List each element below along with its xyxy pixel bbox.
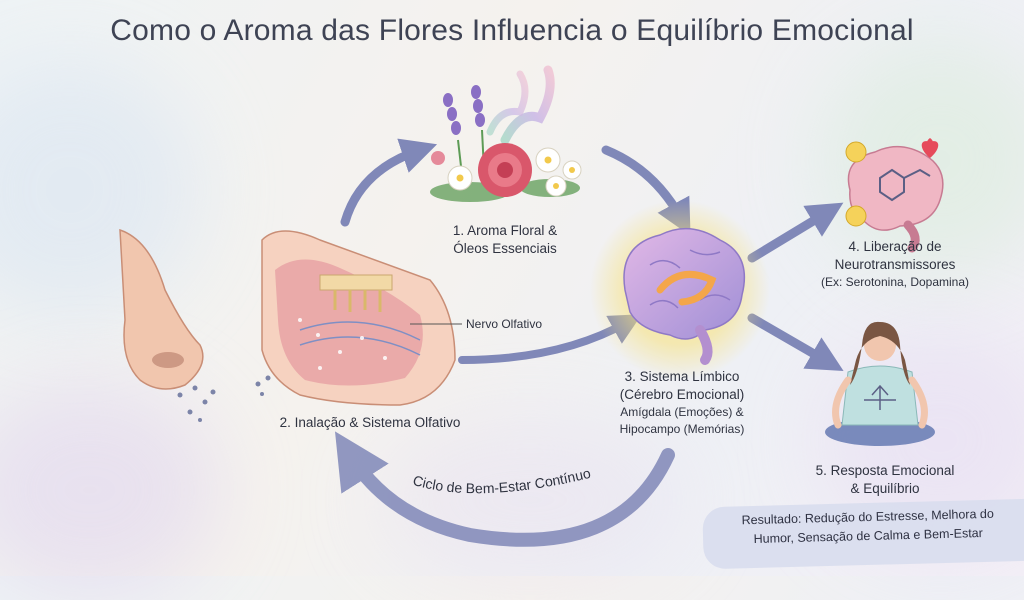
page-title: Como o Aroma das Flores Influencia o Equ…: [110, 14, 914, 47]
step-2-label: 2. Inalação & Sistema Olfativo: [279, 415, 461, 430]
flowers-illustration: [430, 65, 582, 202]
nasal-cavity-illustration: [261, 230, 462, 406]
step-4-label: 4. Liberação de Neurotransmissores (Ex: …: [820, 239, 970, 290]
result-text: Resultado: Redução do Estresse, Melhora …: [741, 506, 994, 547]
arrow-brain-to-neuro: [747, 202, 844, 263]
step-5-label: 5. Resposta Emocional & Equilíbrio: [815, 463, 955, 497]
neurotransmitter-illustration: [845, 138, 944, 253]
arrow-brain-to-response: [747, 313, 844, 372]
flow-arrows: [334, 138, 844, 547]
step-3-label: 3. Sistema Límbico (Cérebro Emocional) A…: [619, 369, 745, 436]
arrow-nose-to-flowers: [340, 138, 438, 227]
step-1-label: 1. Aroma Floral & Óleos Essenciais: [452, 223, 558, 257]
nerve-callout: Nervo Olfativo: [466, 317, 542, 331]
brain-limbic-illustration: [590, 200, 770, 380]
nose-illustration: [119, 228, 271, 422]
arrow-cycle: [334, 431, 675, 547]
meditating-woman-illustration: [825, 321, 935, 446]
diagram-canvas: Nervo Olfativo Ciclo de Bem-Estar Contín…: [119, 65, 944, 547]
cycle-label: Ciclo de Bem-Estar Contínuo: [411, 465, 592, 496]
